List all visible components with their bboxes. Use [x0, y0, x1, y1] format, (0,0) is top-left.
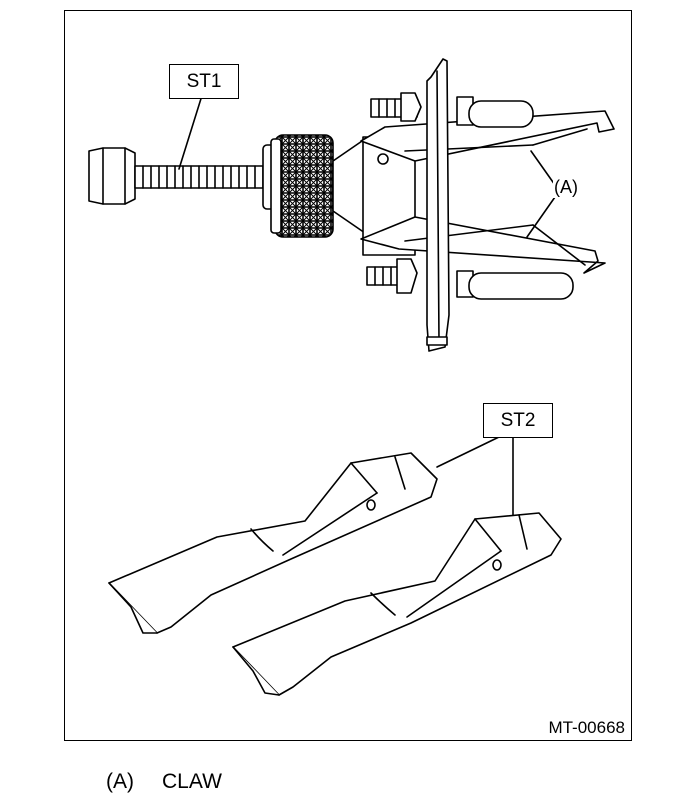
st1-label: ST1	[169, 64, 239, 99]
figure-frame: ST1 ST2 (A) MT-00668	[64, 10, 632, 741]
st2-claw-1	[108, 452, 438, 634]
claw-leader-upper	[530, 150, 556, 186]
st2-claw-2	[232, 512, 562, 696]
st1-leader	[178, 88, 205, 170]
puller-illustration	[88, 58, 615, 696]
puller-assembly	[88, 58, 615, 352]
figure-id: MT-00668	[548, 718, 625, 737]
legend: (A) CLAW	[106, 770, 222, 794]
st2-claws	[108, 436, 562, 696]
st2-label: ST2	[483, 403, 553, 438]
legend-text: CLAW	[162, 770, 222, 793]
knurled-nut	[270, 134, 334, 238]
claw-reference-label: (A)	[553, 177, 579, 198]
legend-key: (A)	[106, 770, 134, 793]
backing-plate	[426, 58, 450, 352]
hex-head	[88, 147, 136, 205]
st2-leader-1	[436, 436, 500, 468]
claw-leader-lower	[526, 196, 556, 238]
forcing-screw	[134, 165, 276, 189]
lower-bolt	[366, 258, 574, 300]
upper-bolt	[370, 92, 534, 128]
